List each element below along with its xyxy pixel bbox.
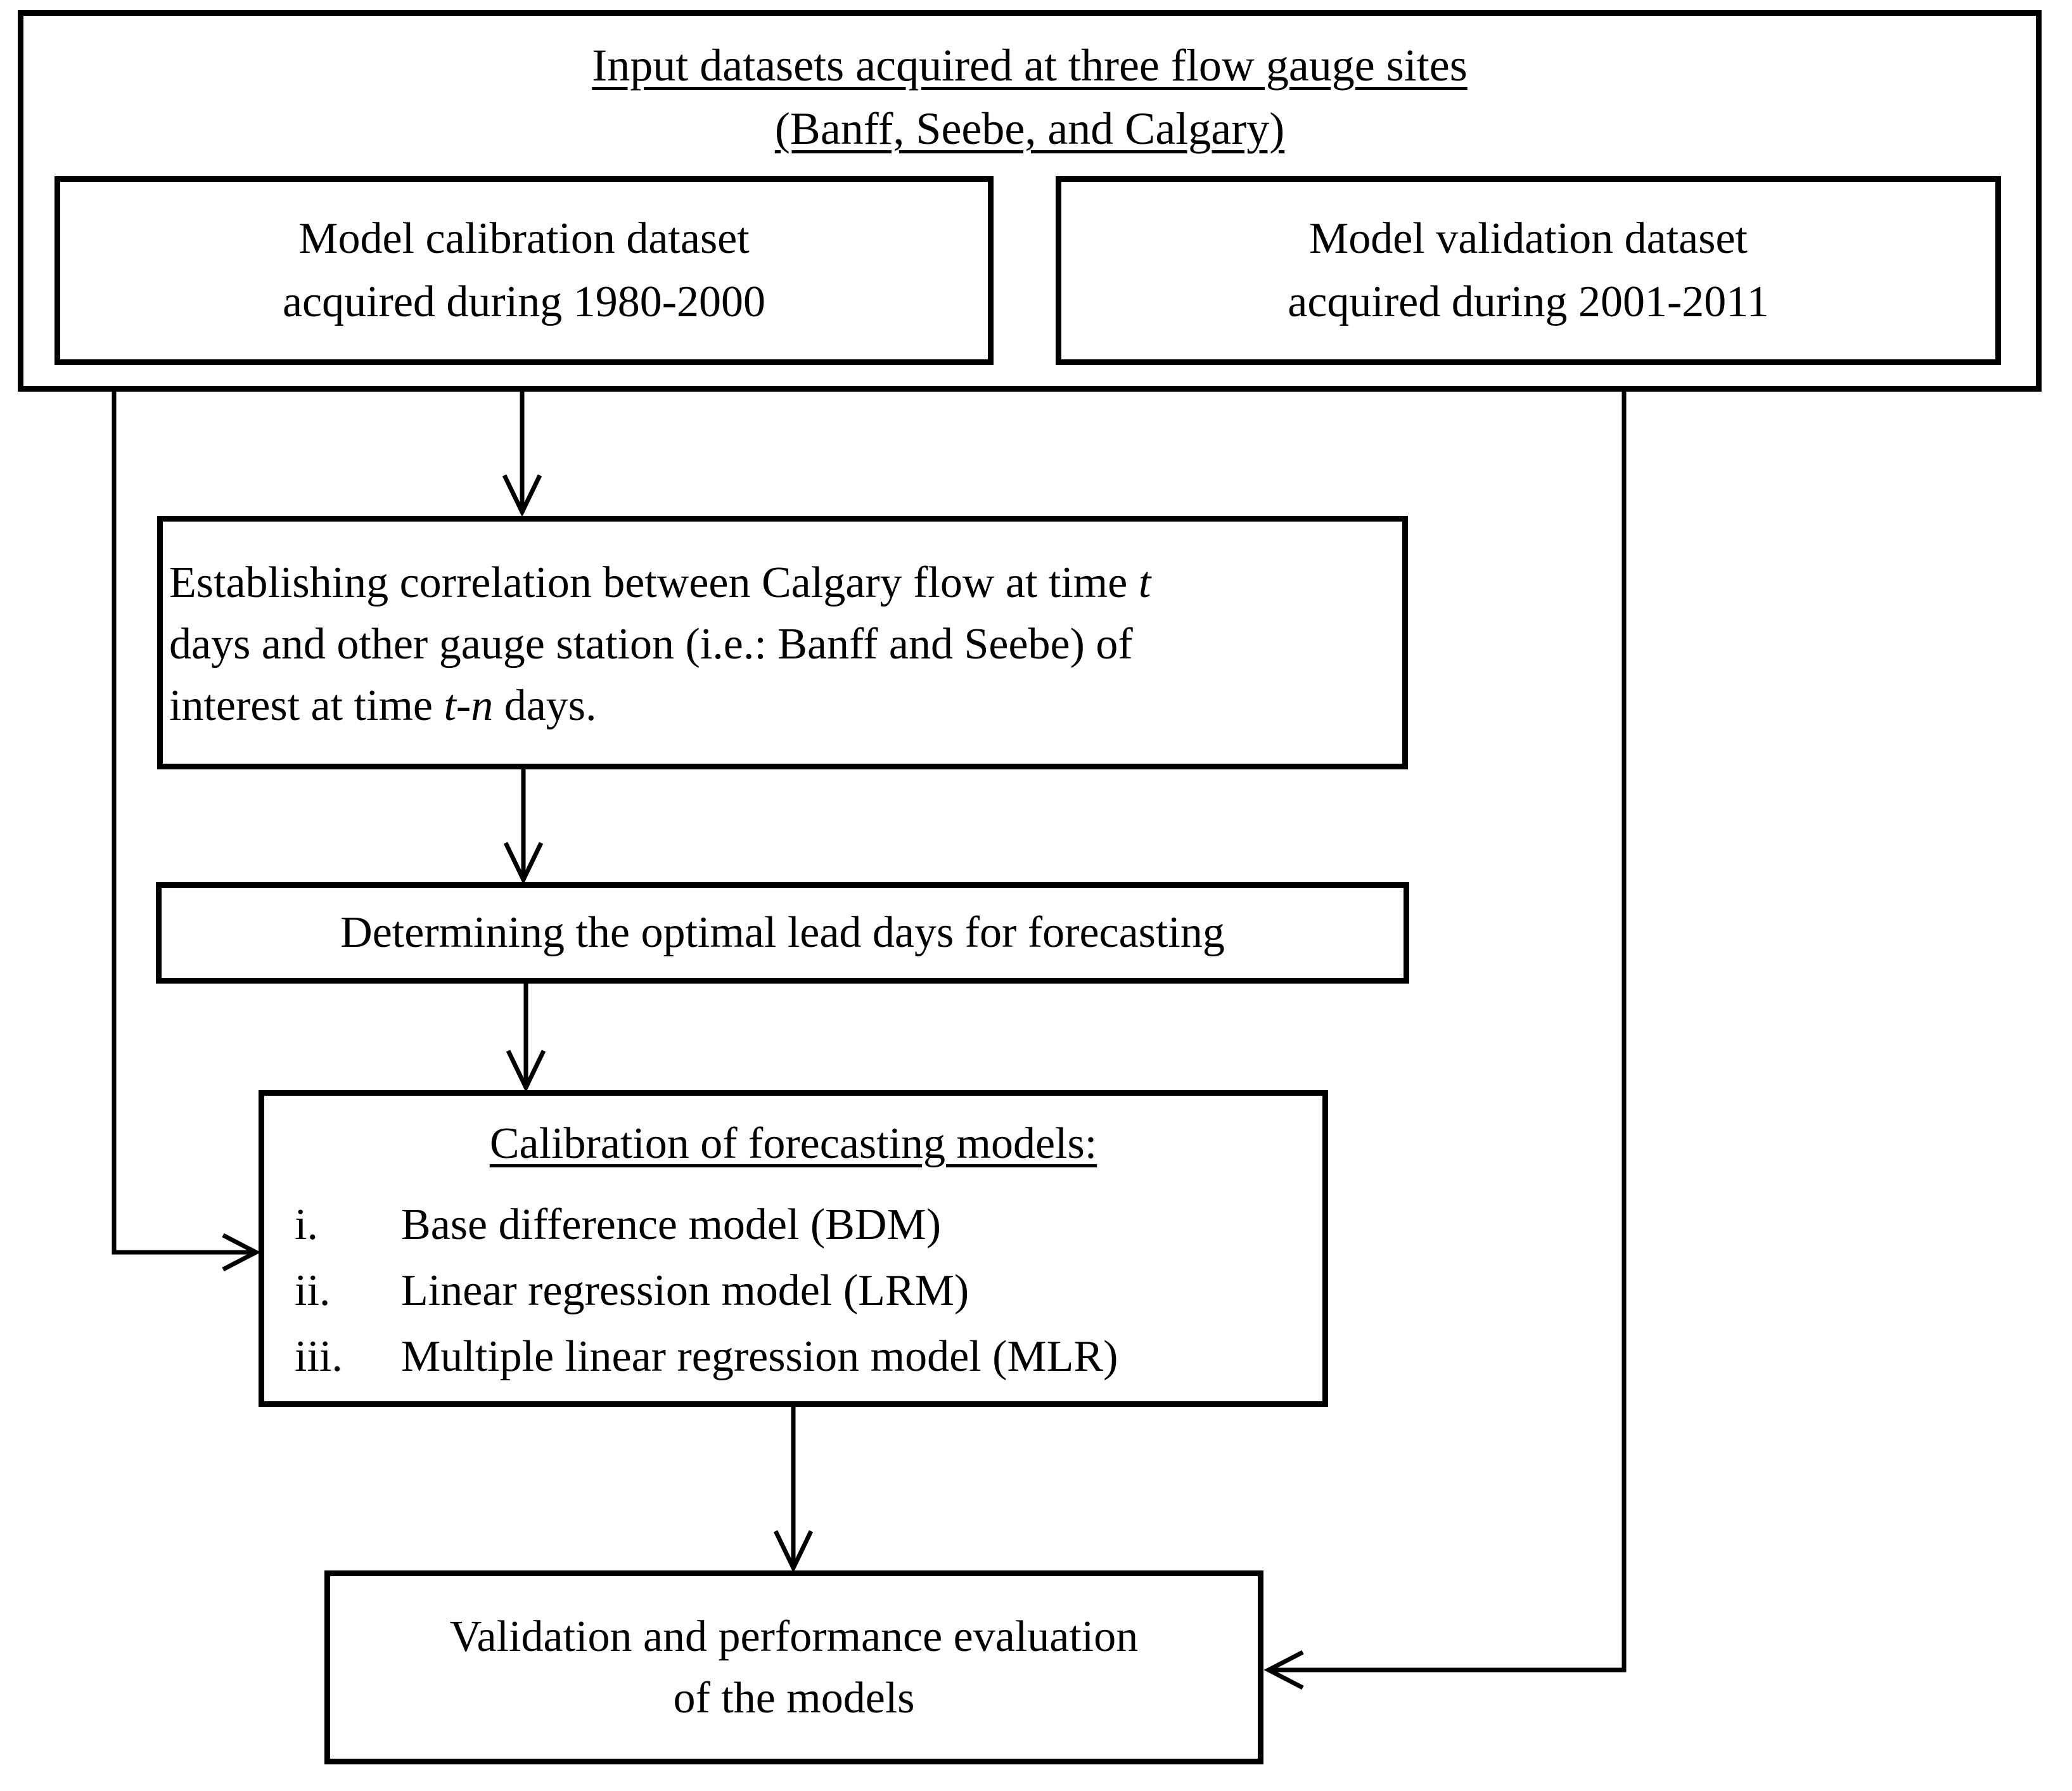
model-item-bdm-label: Base difference model (BDM) [401,1200,942,1249]
arrow-lead-days-to-models [506,984,546,1093]
model-item-lrm-numeral: ii. [295,1266,331,1315]
validation-dataset-line1: Model validation dataset [1308,214,1748,263]
models-box: Calibration of forecasting models: i. Ba… [259,1090,1328,1407]
calibration-dataset-line1: Model calibration dataset [298,214,750,263]
model-item-mlr-label: Multiple linear regression model (MLR) [401,1332,1118,1381]
correlation-line1: Establishing correlation between Calgary… [169,558,1151,607]
correlation-line2: days and other gauge station (i.e.: Banf… [169,620,1133,669]
input-datasets-title: Input datasets acquired at three flow ga… [23,34,2036,160]
arrow-correlation-to-lead-days [503,769,544,885]
validation-dataset-line2: acquired during 2001-2011 [1288,278,1769,326]
model-item-mlr-numeral: iii. [295,1332,343,1381]
arrow-models-to-evaluation [773,1407,814,1574]
models-box-title: Calibration of forecasting models: [489,1119,1097,1168]
model-item-lrm: ii. Linear regression model (LRM) [295,1258,1322,1324]
validation-dataset-box: Model validation dataset acquired during… [1056,176,2001,365]
evaluation-line2: of the models [673,1674,915,1723]
lead-days-text: Determining the optimal lead days for fo… [340,908,1225,957]
calibration-dataset-line2: acquired during 1980-2000 [282,278,766,326]
model-item-lrm-label: Linear regression model (LRM) [401,1266,969,1315]
arrow-validation-dataset-to-evaluation [1263,363,1627,1690]
evaluation-line1: Validation and performance evaluation [449,1612,1139,1661]
arrow-calibration-dataset-to-models [112,363,261,1272]
model-item-bdm: i. Base difference model (BDM) [295,1192,1322,1258]
correlation-box: Establishing correlation between Calgary… [157,516,1408,769]
lead-days-box: Determining the optimal lead days for fo… [156,882,1409,984]
input-datasets-title-line1: Input datasets acquired at three flow ga… [592,40,1468,91]
model-item-mlr: iii. Multiple linear regression model (M… [295,1324,1322,1390]
calibration-dataset-box: Model calibration dataset acquired durin… [54,176,994,365]
evaluation-box: Validation and performance evaluation of… [324,1570,1263,1764]
correlation-line3: interest at time t-n days. [169,681,597,730]
input-datasets-title-line2: (Banff, Seebe, and Calgary) [774,103,1285,154]
model-item-bdm-numeral: i. [295,1200,318,1249]
